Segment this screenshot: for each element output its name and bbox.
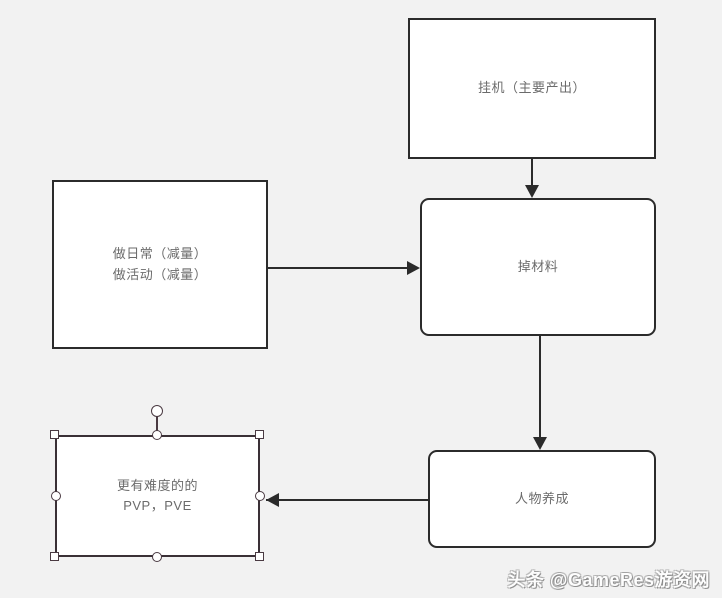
edge-daily-to-materials-line bbox=[268, 267, 413, 269]
node-character-growth[interactable]: 人物养成 bbox=[428, 450, 656, 548]
resize-handle-bottom-right[interactable] bbox=[255, 552, 264, 561]
rotate-handle-stem bbox=[156, 415, 158, 437]
resize-handle-bottom-center[interactable] bbox=[152, 552, 162, 562]
edge-materials-to-growth-line bbox=[539, 336, 541, 440]
edge-growth-to-harder-line bbox=[266, 499, 428, 501]
edge-growth-to-harder-arrowhead bbox=[266, 493, 279, 507]
rotate-handle[interactable] bbox=[151, 405, 163, 417]
resize-handle-middle-right[interactable] bbox=[255, 491, 265, 501]
watermark: 头条 @GameRes游资网 bbox=[507, 570, 710, 590]
node-harder-content[interactable]: 更有难度的的 PVP，PVE bbox=[55, 435, 260, 557]
node-character-growth-label: 人物养成 bbox=[514, 490, 569, 506]
node-materials-label: 掉材料 bbox=[517, 258, 559, 274]
node-harder-content-label: 更有难度的的 PVP，PVE bbox=[116, 477, 198, 513]
node-daily-activity[interactable]: 做日常（减量） 做活动（减量） bbox=[52, 180, 268, 349]
node-materials[interactable]: 掉材料 bbox=[420, 198, 656, 336]
node-daily-activity-label: 做日常（减量） 做活动（减量） bbox=[112, 246, 208, 282]
edge-idle-to-materials-arrowhead bbox=[525, 185, 539, 198]
node-idle-label: 挂机（主要产出） bbox=[477, 80, 586, 96]
node-idle[interactable]: 挂机（主要产出） bbox=[408, 18, 656, 159]
resize-handle-middle-left[interactable] bbox=[51, 491, 61, 501]
resize-handle-top-right[interactable] bbox=[255, 430, 264, 439]
resize-handle-top-left[interactable] bbox=[50, 430, 59, 439]
resize-handle-top-center[interactable] bbox=[152, 430, 162, 440]
edge-idle-to-materials-line bbox=[531, 159, 533, 187]
edge-daily-to-materials-arrowhead bbox=[407, 261, 420, 275]
edge-materials-to-growth-arrowhead bbox=[533, 437, 547, 450]
resize-handle-bottom-left[interactable] bbox=[50, 552, 59, 561]
